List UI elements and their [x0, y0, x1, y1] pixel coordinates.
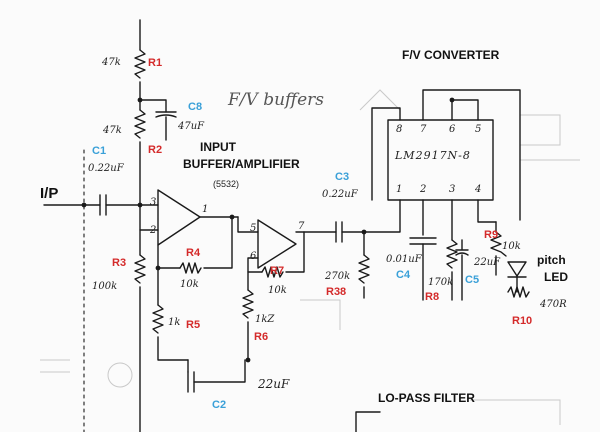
c4-value: 0.01uF — [386, 254, 422, 265]
lo-pass-title: LO-PASS FILTER — [378, 391, 475, 405]
r2-resistor — [134, 109, 146, 139]
r1-label: R1 — [148, 57, 163, 69]
ic-pin5-wire — [451, 99, 479, 121]
ic-pin-3: 3 — [449, 184, 456, 195]
c5-capacitor — [455, 239, 469, 301]
ic-pin-6: 6 — [449, 124, 456, 135]
r8-value: 170k — [428, 277, 454, 288]
c1-value: 0.22uF — [88, 163, 124, 174]
opamp-a — [157, 189, 201, 246]
r7-resistor — [261, 266, 284, 278]
opamp-b-out-pin: 7 — [298, 221, 305, 232]
r5-resistor — [152, 304, 164, 334]
handwritten-note: F/V buffers — [228, 90, 324, 110]
r2-value: 47k — [103, 125, 122, 136]
ic-pin-5: 5 — [475, 124, 482, 135]
c5-value: 22uF — [474, 257, 501, 268]
c1-capacitor — [99, 194, 107, 216]
r4-label: R4 — [186, 247, 201, 259]
c2-right-wire — [193, 359, 246, 383]
ghost-bleed-through — [40, 89, 580, 425]
pitch-label: pitch — [537, 253, 566, 267]
opamp-b-minus-pin: 6 — [250, 251, 257, 262]
r10-resistor — [507, 286, 530, 298]
c3-capacitor — [335, 221, 343, 243]
pitch-led-symbol — [507, 261, 527, 278]
c8-label: C8 — [188, 101, 203, 113]
r38-value: 270k — [325, 271, 351, 282]
r6-resistor — [242, 289, 254, 319]
r7-value: 10k — [268, 285, 287, 296]
c4-label: C4 — [396, 269, 411, 281]
ic-pin-4: 4 — [475, 184, 482, 195]
c4-capacitor — [409, 237, 437, 245]
r4-left-wire — [157, 244, 181, 269]
input-buffer-part: (5532) — [213, 179, 240, 189]
ic-pin-2: 2 — [420, 184, 427, 195]
c2-capacitor — [187, 371, 195, 393]
opamp-b-minus-wire — [247, 257, 259, 291]
opamp-a-out-pin: 1 — [202, 204, 209, 215]
opamp-a-plus-pin: 3 — [150, 197, 157, 208]
c3-to-ic-wire — [341, 199, 401, 233]
r5-bottom-wire — [157, 336, 189, 361]
opamp-b-in-wire — [237, 216, 259, 233]
lm2917-ic-body — [387, 119, 494, 201]
r4-right-wire — [203, 216, 233, 269]
led-label: LED — [544, 270, 568, 284]
r3-label: R3 — [112, 257, 127, 269]
r10-label: R10 — [512, 315, 533, 327]
r8-resistor — [446, 239, 458, 269]
opamp-b-plus-pin: 5 — [250, 223, 257, 234]
ic-part-label: LM2917N-8 — [395, 149, 471, 162]
ic-pin-8: 8 — [396, 124, 403, 135]
r5-value: 1k — [168, 317, 181, 328]
ic-pin-7: 7 — [420, 124, 427, 135]
r7-right-wire — [285, 231, 305, 273]
c8-wire — [139, 99, 167, 113]
c3-label: C3 — [335, 171, 350, 183]
r1-resistor — [134, 49, 146, 79]
c8-value: 47uF — [178, 121, 205, 132]
r3-value: 100k — [92, 281, 118, 292]
junction-dots — [81, 97, 455, 363]
c2-label: C2 — [212, 399, 227, 411]
input-buffer-title-line1: INPUT — [200, 140, 236, 154]
r4-resistor — [179, 262, 202, 274]
r6-label: R6 — [254, 331, 269, 343]
c8-capacitor — [155, 111, 177, 118]
c5-label: C5 — [465, 274, 480, 286]
r4-value: 10k — [180, 279, 199, 290]
c2-value: 22uF — [258, 377, 290, 391]
r9-label: R9 — [484, 229, 499, 241]
r10-value: 470R — [540, 299, 567, 310]
ic-pin7-wire — [422, 89, 521, 221]
opamp-b — [257, 219, 297, 269]
fv-converter-title: F/V CONVERTER — [402, 48, 500, 62]
input-buffer-title-line2: BUFFER/AMPLIFIER — [183, 157, 300, 171]
r2-label: R2 — [148, 144, 163, 156]
r9-resistor — [490, 231, 507, 257]
r3-resistor — [134, 254, 146, 284]
lopass-stub-wire — [355, 411, 381, 432]
input-label: I/P — [40, 185, 59, 202]
r5-label: R5 — [186, 319, 201, 331]
r9-value: 10k — [502, 241, 521, 252]
opamp-a-minus-pin: 2 — [150, 225, 157, 236]
c3-value: 0.22uF — [322, 189, 358, 200]
r1-value: 47k — [102, 57, 121, 68]
r38-label: R38 — [326, 286, 347, 298]
ic-pin4-wire — [477, 199, 497, 223]
r8-label: R8 — [425, 291, 440, 303]
ic-pin8-wire — [371, 107, 401, 201]
ic-pin-1: 1 — [396, 184, 403, 195]
c1-label: C1 — [92, 145, 107, 157]
r7-label: R7 — [270, 265, 285, 277]
r38-resistor — [358, 254, 370, 284]
r6-value: 1kZ — [255, 314, 275, 325]
